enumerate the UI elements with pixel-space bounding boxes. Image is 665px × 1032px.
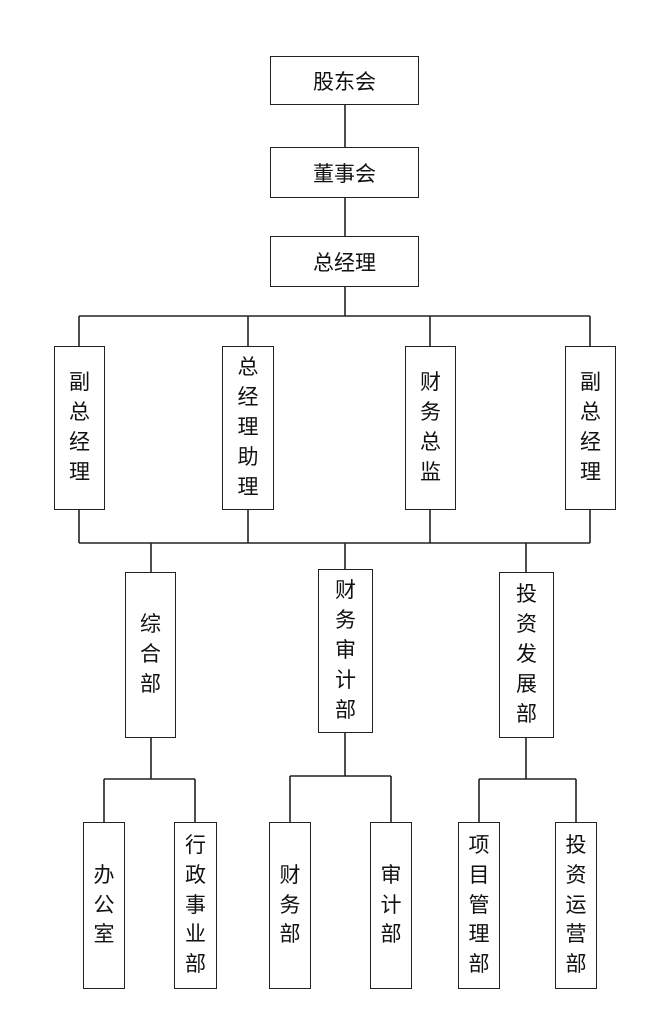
node-project-mgmt: 项目管理部 xyxy=(458,822,500,989)
node-label: 股东会 xyxy=(313,69,376,94)
node-label: 财务部 xyxy=(279,862,301,947)
node-label: 投资运营部 xyxy=(565,832,587,977)
node-finance-dept: 财务部 xyxy=(269,822,311,989)
node-investment-ops: 投资运营部 xyxy=(555,822,597,989)
node-label: 财务总监 xyxy=(420,370,441,484)
node-label: 总经理助理 xyxy=(237,355,259,499)
node-gm-assistant: 总经理助理 xyxy=(222,346,274,510)
node-label: 项目管理部 xyxy=(468,832,490,977)
node-general-dept: 综合部 xyxy=(125,572,176,738)
node-label: 投资发展部 xyxy=(516,582,537,726)
node-admin-affairs: 行政事业部 xyxy=(174,822,217,989)
node-office: 办公室 xyxy=(83,822,125,989)
node-label: 行政事业部 xyxy=(185,832,206,977)
node-board: 董事会 xyxy=(270,147,419,198)
node-deputy-gm-1: 副总经理 xyxy=(54,346,105,510)
node-cfo: 财务总监 xyxy=(405,346,456,510)
node-label: 财务审计部 xyxy=(335,578,356,722)
node-shareholders: 股东会 xyxy=(270,56,419,105)
node-label: 综合部 xyxy=(140,612,161,696)
node-label: 审计部 xyxy=(380,862,402,947)
node-label: 总经理 xyxy=(313,250,376,275)
node-finance-audit-dept: 财务审计部 xyxy=(318,569,373,733)
node-label: 副总经理 xyxy=(69,370,90,484)
node-label: 副总经理 xyxy=(580,370,601,484)
node-deputy-gm-2: 副总经理 xyxy=(565,346,616,510)
node-label: 办公室 xyxy=(93,862,115,947)
node-general-manager: 总经理 xyxy=(270,236,419,287)
node-audit-dept: 审计部 xyxy=(370,822,412,989)
node-investment-dept: 投资发展部 xyxy=(499,572,554,738)
node-label: 董事会 xyxy=(313,161,376,186)
